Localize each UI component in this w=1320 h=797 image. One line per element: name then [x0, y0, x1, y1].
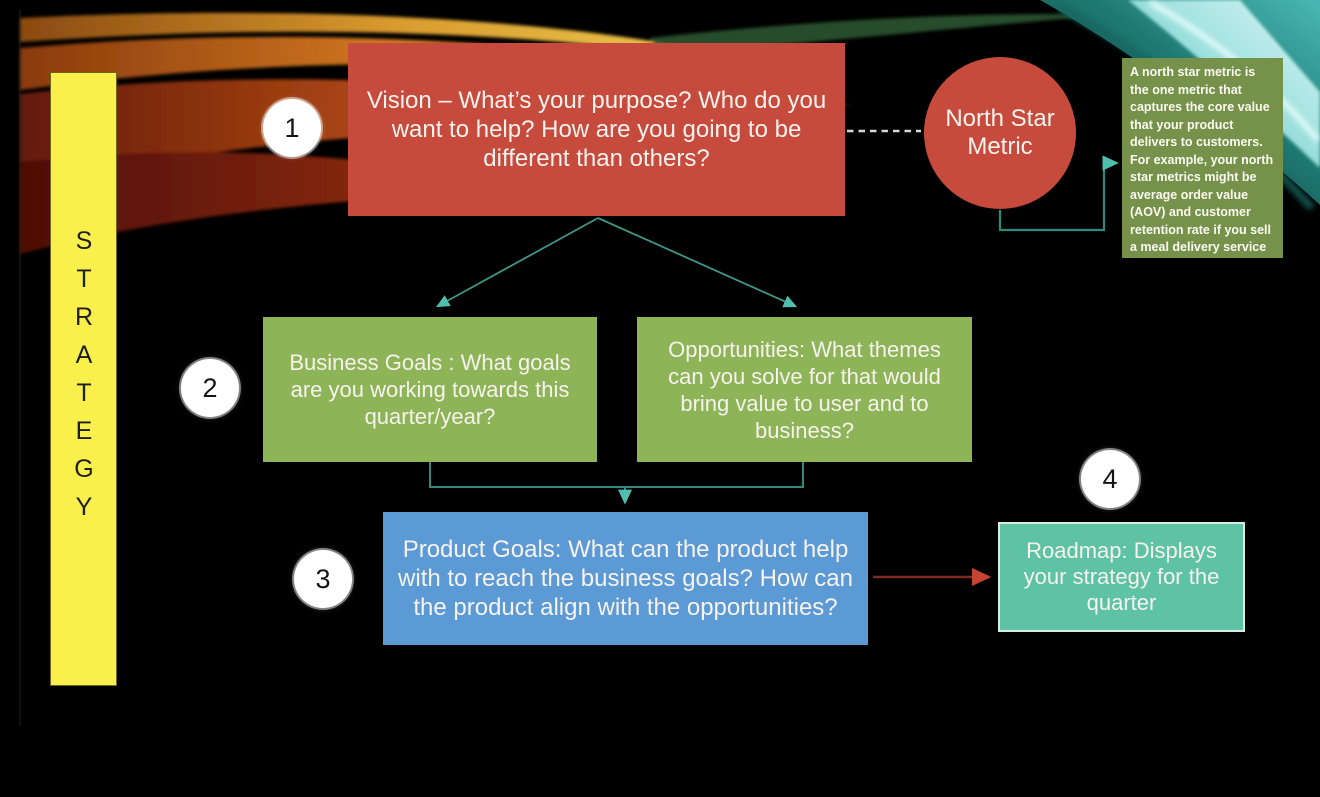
product-goals-text: Product Goals: What can the product help… [398, 536, 853, 621]
product-goals-box: Product Goals: What can the product help… [383, 512, 868, 645]
north-star-circle: North Star Metric [924, 57, 1076, 209]
step-marker-4: 4 [1081, 450, 1139, 508]
north-star-text: North Star Metric [945, 105, 1055, 160]
vision-box: Vision – What’s your purpose? Who do you… [348, 43, 845, 216]
strategy-bar: STRATEGY [50, 72, 117, 686]
step-number: 1 [284, 112, 300, 143]
step-number: 4 [1102, 463, 1118, 494]
slide-edge-line [19, 300, 21, 726]
business-goals-box: Business Goals : What goals are you work… [263, 317, 597, 462]
business-goals-text: Business Goals : What goals are you work… [289, 350, 571, 429]
roadmap-box: Roadmap: Displays your strategy for the … [998, 522, 1245, 632]
step-number: 3 [315, 563, 331, 594]
strategy-label: STRATEGY [70, 227, 98, 531]
connector-goals-join [429, 462, 804, 488]
roadmap-text: Roadmap: Displays your strategy for the … [1023, 538, 1220, 615]
step-marker-1: 1 [263, 99, 321, 157]
north-star-note: A north star metric is the one metric th… [1122, 58, 1283, 258]
step-number: 2 [202, 372, 218, 403]
step-marker-2: 2 [181, 359, 239, 417]
arrow-vision-to-opportunities [597, 217, 798, 308]
arrow-vision-to-business-goals [435, 217, 599, 308]
step-marker-3: 3 [294, 550, 352, 608]
vision-text: Vision – What’s your purpose? Who do you… [366, 87, 827, 172]
opportunities-box: Opportunities: What themes can you solve… [637, 317, 972, 462]
north-star-note-text: A north star metric is the one metric th… [1130, 65, 1274, 254]
opportunities-text: Opportunities: What themes can you solve… [668, 336, 941, 443]
